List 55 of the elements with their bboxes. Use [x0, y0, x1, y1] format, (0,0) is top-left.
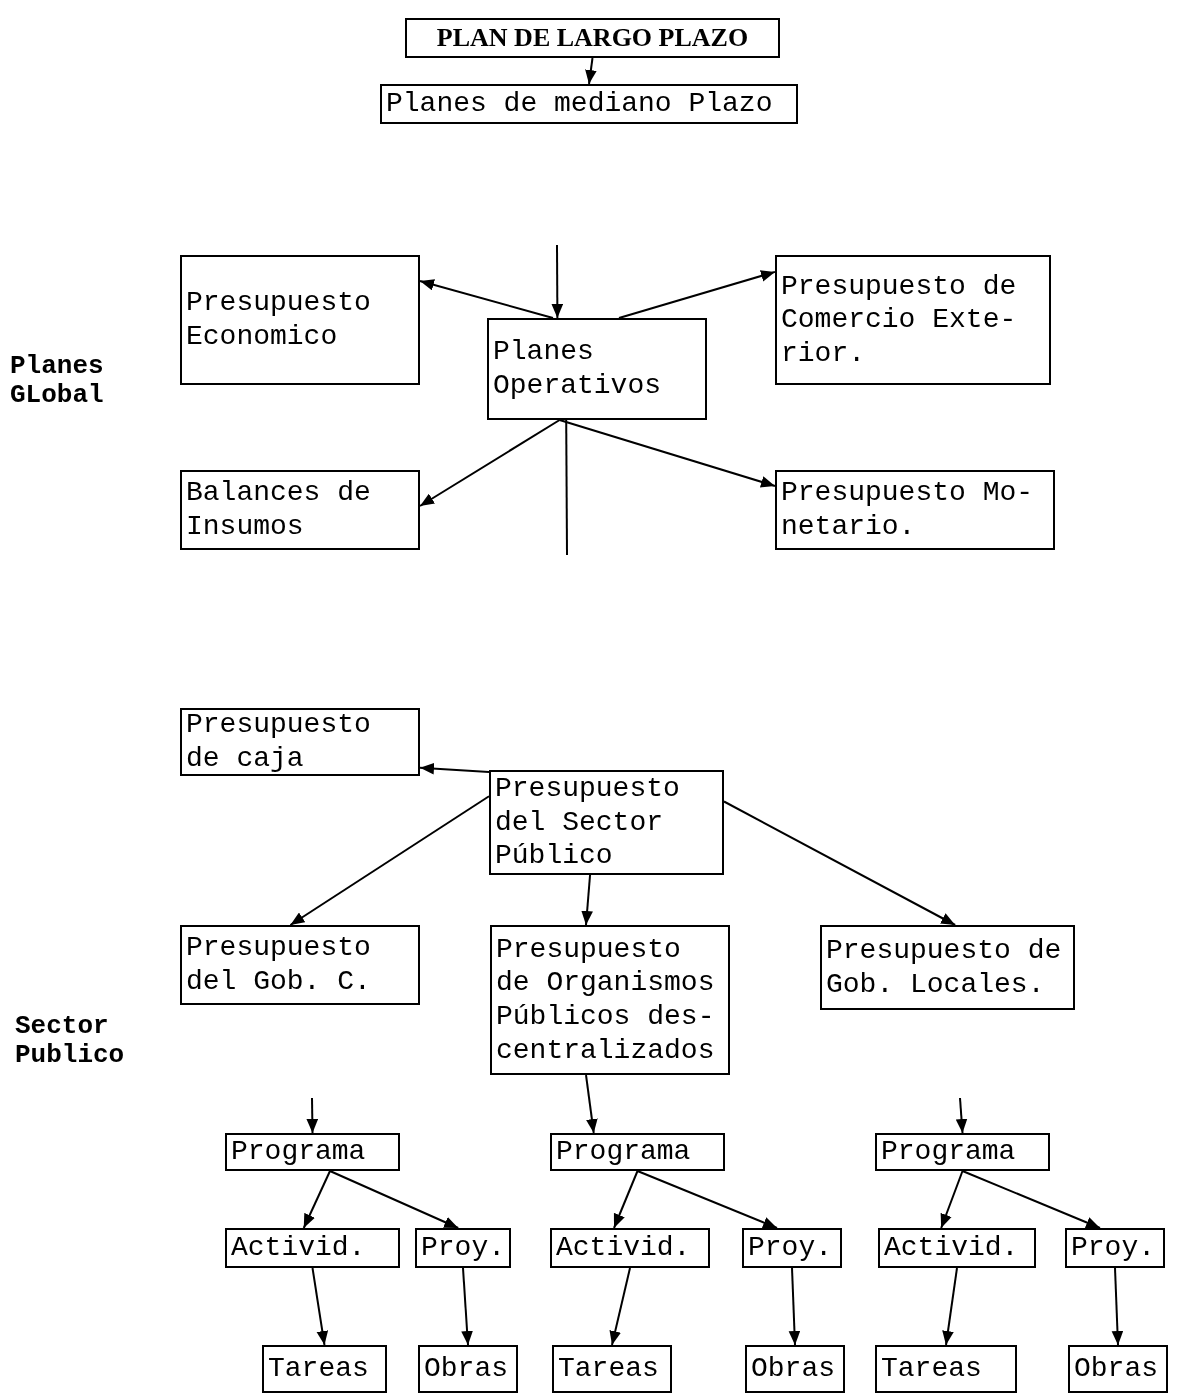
text-box: Obras	[418, 1345, 518, 1393]
arrow	[306, 1097, 319, 1134]
arrow	[1111, 1267, 1124, 1346]
connector-line	[565, 419, 568, 556]
text-box: Activid.	[225, 1228, 400, 1268]
text-box: Balances de Insumos	[180, 470, 420, 550]
arrow	[419, 419, 561, 507]
arrow	[329, 1170, 460, 1229]
arrow	[613, 1170, 639, 1229]
arrow	[289, 795, 490, 926]
text-box: Presupuesto de caja	[180, 708, 420, 776]
text-box: Planes Operativos	[487, 318, 707, 420]
arrow	[419, 762, 490, 775]
text-box: Proy.	[415, 1228, 511, 1268]
text-box: PLAN DE LARGO PLAZO	[405, 18, 780, 58]
arrow	[585, 1074, 598, 1134]
arrow	[558, 419, 776, 488]
text-box: Proy.	[1065, 1228, 1165, 1268]
text-box: Obras	[1068, 1345, 1168, 1393]
arrow	[302, 1170, 331, 1229]
text-box: Tareas	[262, 1345, 387, 1393]
arrow	[955, 1097, 968, 1134]
arrow	[609, 1267, 631, 1346]
text-box: Presupuesto del Gob. C.	[180, 925, 420, 1005]
arrow	[419, 279, 554, 319]
arrow	[636, 1170, 778, 1229]
arrow	[723, 800, 957, 926]
text-box: Activid.	[878, 1228, 1036, 1268]
text-box: Presupuesto de Organismos Públicos des- centralizados	[490, 925, 730, 1075]
arrow	[788, 1267, 801, 1346]
section-label: Planes GLobal	[10, 352, 105, 410]
arrow	[551, 244, 564, 319]
arrow	[581, 874, 593, 926]
text-box: Programa	[225, 1133, 400, 1171]
text-box: Tareas	[552, 1345, 672, 1393]
arrow	[311, 1267, 329, 1346]
section-label: Sector Publico	[15, 1012, 126, 1070]
text-box: Planes de mediano Plazo	[380, 84, 798, 124]
text-box: Proy.	[742, 1228, 842, 1268]
text-box: Programa	[875, 1133, 1050, 1171]
text-box: Obras	[745, 1345, 845, 1393]
text-box: Presupuesto del Sector Público	[489, 770, 724, 875]
arrow	[961, 1170, 1101, 1229]
text-box: Tareas	[875, 1345, 1017, 1393]
arrow	[940, 1170, 964, 1229]
text-box: Activid.	[550, 1228, 710, 1268]
text-box: Presupuesto de Comercio Exte- rior.	[775, 255, 1051, 385]
text-box: Presupuesto de Gob. Locales.	[820, 925, 1075, 1010]
arrow	[942, 1267, 958, 1346]
arrow	[585, 57, 597, 85]
arrow	[618, 270, 776, 319]
text-box: Programa	[550, 1133, 725, 1171]
text-box: Presupuesto Mo- netario.	[775, 470, 1055, 550]
arrow	[461, 1267, 473, 1346]
text-box: Presupuesto Economico	[180, 255, 420, 385]
